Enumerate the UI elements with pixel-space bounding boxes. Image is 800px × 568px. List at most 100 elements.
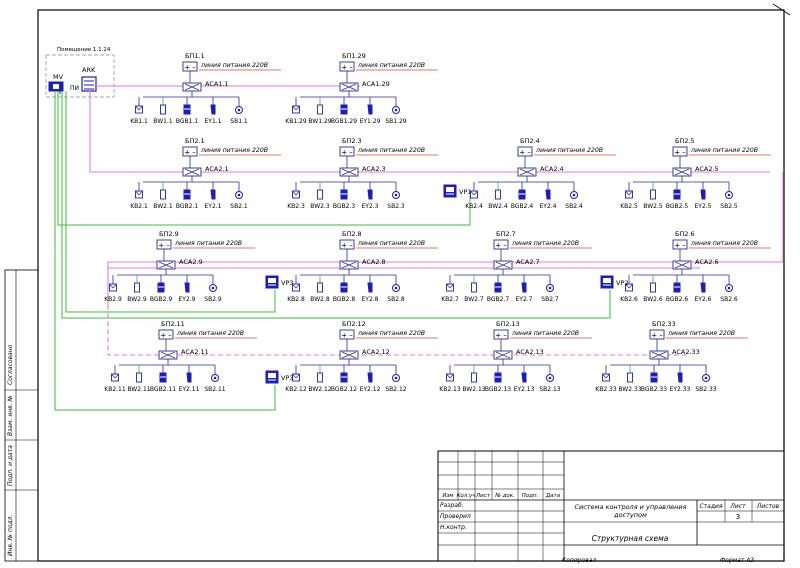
device-label: SB2.4 — [565, 203, 583, 210]
exit-lamp-icon — [184, 282, 190, 293]
device-label: BGB2.6 — [666, 296, 689, 303]
device-label: BW2.7 — [464, 296, 484, 303]
aca-label: ACA2.6 — [695, 258, 719, 266]
role-norm-control: Н.контр. — [440, 524, 467, 531]
device-label: EY2.3 — [362, 203, 379, 210]
door-contact-icon — [471, 372, 477, 383]
vp-unit-vp2: VP2 — [600, 275, 629, 289]
aca-label: ACA1.1 — [205, 80, 229, 88]
device-label: BGB2.3 — [333, 203, 356, 210]
door-contact-icon — [627, 372, 633, 383]
device-label: EY2.6 — [695, 296, 712, 303]
device-label: BGB2.8 — [333, 296, 356, 303]
power-line-label: линия питания 220В — [357, 240, 425, 247]
title-header-cell: Дата — [545, 493, 561, 499]
exit-lamp-icon — [677, 372, 683, 383]
door-contact-icon — [495, 189, 501, 200]
role-checked: Проверил — [440, 513, 471, 520]
plus-minus-glyph: + – — [674, 149, 686, 157]
device-label: KB2.13 — [439, 386, 461, 393]
plus-minus-glyph: + – — [341, 64, 353, 72]
device-label: SB2.9 — [204, 296, 222, 303]
aca-label: ACA2.33 — [672, 348, 700, 356]
connection-lines — [54, 85, 784, 411]
bp-label: БП2.7 — [496, 230, 516, 238]
power-line-label: линия питания 220В — [535, 147, 603, 154]
drawing-title: Структурная схема — [592, 534, 669, 543]
device-label: BW2.8 — [310, 296, 330, 303]
title-header-cell: № док. — [494, 493, 515, 499]
device-label: SB2.1 — [230, 203, 248, 210]
device-label: KB2.5 — [620, 203, 638, 210]
stamp-agreed: Согласовано — [7, 344, 14, 385]
stamp-replaced-inv: Взам. инв. № — [7, 395, 14, 436]
bp-label: БП2.6 — [675, 230, 695, 238]
door-contact-icon — [160, 104, 166, 115]
exit-lamp-icon — [521, 372, 527, 383]
aca-label: ACA2.8 — [362, 258, 386, 266]
plus-minus-glyph: + – — [341, 332, 353, 340]
bp-label: БП2.13 — [496, 320, 520, 328]
device-label: SB2.12 — [385, 386, 406, 393]
device-label: KB2.33 — [595, 386, 617, 393]
stamp-inv-original: Инв. № подл. — [7, 515, 14, 556]
module-aca1-29: БП1.29+ –линия питания 220ВACA1.29KB1.29… — [285, 52, 438, 125]
power-line-label: линия питания 220В — [174, 240, 242, 247]
device-label: EY2.33 — [670, 386, 691, 393]
title-header-cell: Изм — [442, 493, 453, 499]
exit-lamp-icon — [186, 372, 192, 383]
device-label: KB2.1 — [130, 203, 148, 210]
device-label: KB2.9 — [104, 296, 122, 303]
device-label: SB2.13 — [539, 386, 560, 393]
vp-label: VP3 — [281, 279, 294, 287]
aca-label: ACA2.5 — [695, 165, 719, 173]
device-label: BGB2.1 — [176, 203, 199, 210]
role-developer: Разраб. — [440, 502, 464, 509]
copied-label: Копировал — [562, 557, 596, 564]
bp-label: БП2.33 — [652, 320, 676, 328]
device-label: BW2.5 — [643, 203, 663, 210]
exit-lamp-icon — [210, 104, 216, 115]
power-line-label: линия питания 220В — [511, 330, 579, 337]
plus-minus-glyph: + – — [519, 149, 531, 157]
aca-label: ACA2.13 — [516, 348, 544, 356]
exit-lamp-icon — [700, 282, 706, 293]
vp-unit-vp1: VP1 — [443, 184, 472, 198]
module-aca2-33: БП2.33+ –линия питания 220ВACA2.33KB2.33… — [595, 320, 748, 393]
power-line-label: линия питания 220В — [690, 240, 758, 247]
device-label: KB1.1 — [130, 118, 148, 125]
exit-lamp-icon — [700, 189, 706, 200]
device-label: BW2.13 — [462, 386, 485, 393]
plus-minus-glyph: + – — [651, 332, 663, 340]
device-label: EY2.13 — [514, 386, 535, 393]
plus-minus-glyph: + – — [495, 242, 507, 250]
device-label: EY1.1 — [205, 118, 222, 125]
aca-label: ACA2.7 — [516, 258, 540, 266]
door-contact-icon — [317, 189, 323, 200]
device-label: BW2.12 — [308, 386, 331, 393]
bp-label: БП2.9 — [159, 230, 179, 238]
format-label: Формат А3 — [720, 557, 754, 564]
device-label: BGB2.11 — [150, 386, 176, 393]
bp-label: БП2.12 — [342, 320, 366, 328]
device-label: BW1.1 — [153, 118, 173, 125]
exit-lamp-icon — [521, 282, 527, 293]
device-label: BGB2.4 — [511, 203, 534, 210]
device-label: EY2.11 — [179, 386, 200, 393]
plus-minus-glyph: + – — [184, 149, 196, 157]
power-line-label: линия питания 220В — [357, 62, 425, 69]
device-label: BGB2.13 — [485, 386, 511, 393]
title-header-cell: Лист — [475, 493, 491, 499]
device-label: SB2.33 — [695, 386, 716, 393]
sheet-header: Лист — [729, 503, 746, 510]
vp-label: VP3 — [281, 374, 294, 382]
plus-minus-glyph: + – — [160, 332, 172, 340]
bp-label: БП2.4 — [520, 137, 540, 145]
